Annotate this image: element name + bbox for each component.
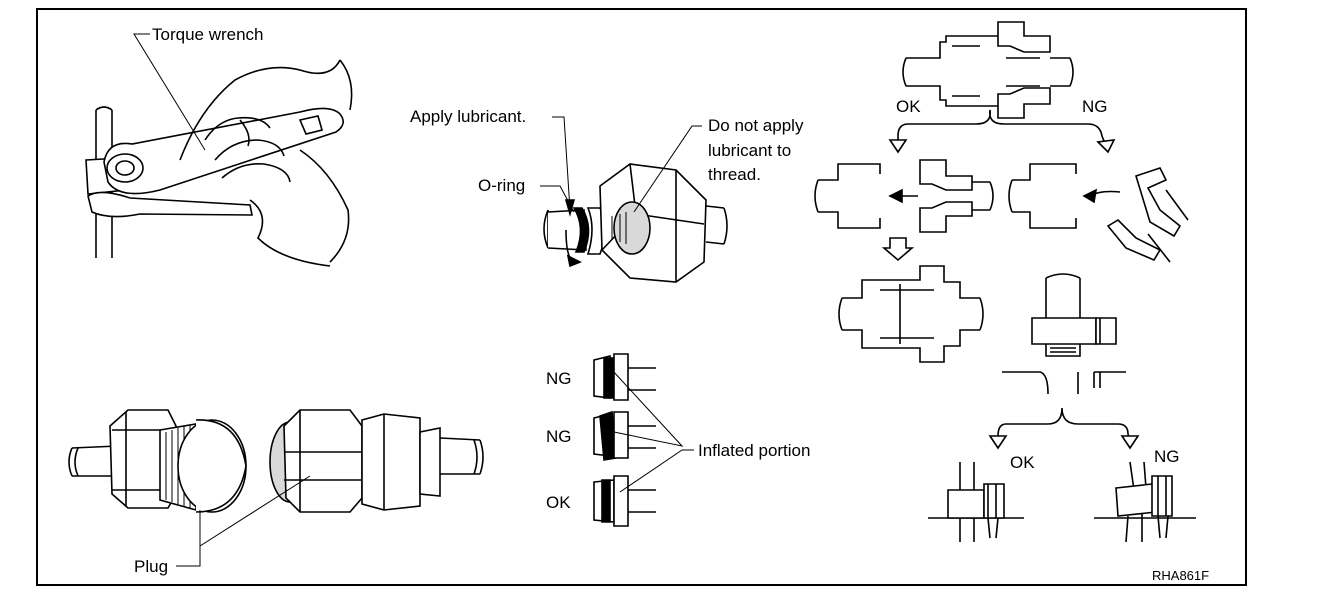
fitting-ng-tilted (1094, 461, 1196, 543)
o-ring-ng-2 (593, 410, 656, 461)
o-ring-ng-1 (593, 353, 656, 401)
leader-no-lubricant (633, 125, 702, 213)
torque-wrench-illustration (85, 59, 353, 267)
label-ok-bottom: OK (1010, 453, 1035, 472)
lubricant-fitting-illustration (543, 163, 728, 283)
leader-plug (176, 475, 311, 567)
leader-o-ring (540, 185, 575, 213)
figure-code: RHA861F (1152, 568, 1209, 583)
label-ok-top: OK (896, 97, 921, 116)
branch-arrows-bottom (997, 407, 1131, 441)
branch-arrows-top (897, 109, 1107, 147)
pipe-joint-ok-inserting (814, 159, 994, 233)
label-torque-wrench: Torque wrench (152, 25, 264, 44)
vertical-fitting (1002, 273, 1126, 395)
label-no-lube-line3: thread. (708, 165, 761, 184)
leader-apply-lubricant (552, 116, 571, 211)
label-ng-bottom: NG (1154, 447, 1180, 466)
label-o-ring: O-ring (478, 176, 525, 195)
leader-torque-wrench (133, 33, 206, 151)
label-ng-top: NG (1082, 97, 1108, 116)
pipe-joint-ng-angled (1008, 163, 1189, 263)
pipe-joint-top (902, 21, 1074, 119)
plug-illustration (68, 409, 247, 513)
fitting-illustration (269, 409, 484, 513)
o-ring-ok (593, 475, 656, 527)
label-ng-1: NG (546, 369, 572, 388)
label-inflated-portion: Inflated portion (698, 441, 810, 460)
label-plug: Plug (134, 557, 168, 576)
pipe-joint-connected (838, 265, 984, 363)
leader-inflated (611, 369, 694, 493)
label-apply-lubricant: Apply lubricant. (410, 107, 526, 126)
label-no-lube-line2: lubricant to (708, 141, 791, 160)
label-ok-ring: OK (546, 493, 571, 512)
label-ng-2: NG (546, 427, 572, 446)
fitting-ok-seated (928, 462, 1024, 542)
label-no-lube-line1: Do not apply (708, 116, 804, 135)
down-arrow-ok (881, 237, 915, 262)
